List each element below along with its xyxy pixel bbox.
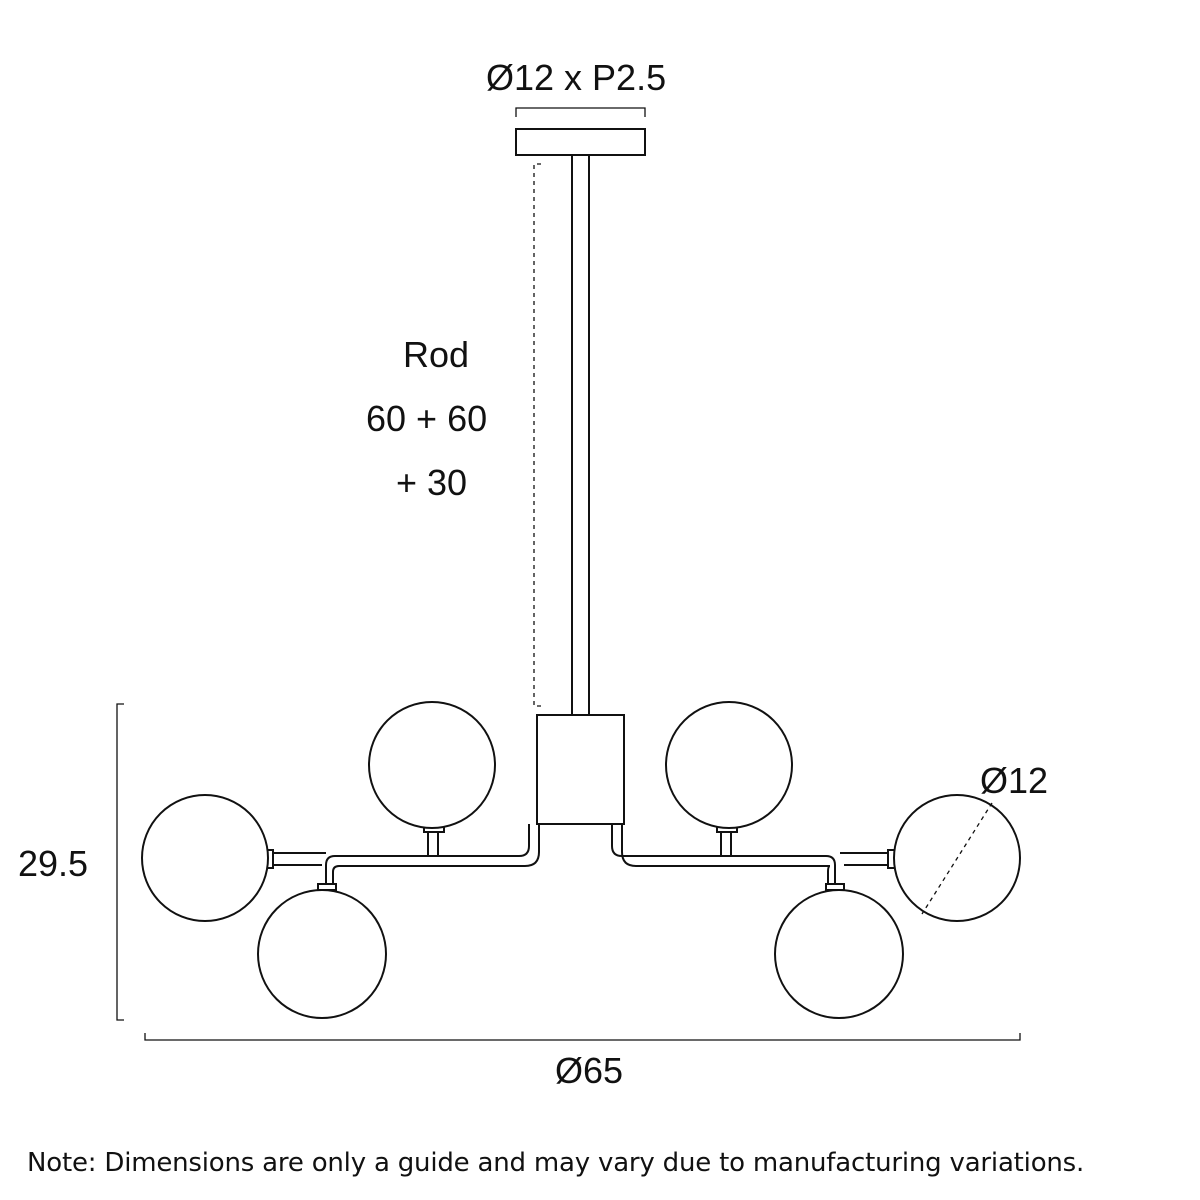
rod: [571, 154, 590, 716]
right-arms: [611, 824, 890, 886]
rod-dimension-line: [533, 163, 541, 707]
globe-sockets: [265, 825, 896, 891]
globe-diameter-label: Ø12: [980, 760, 1049, 801]
canopy-dimension-bracket: [515, 107, 646, 117]
dimensions-note: Note: Dimensions are only a guide and ma…: [27, 1148, 1085, 1178]
central-body: [536, 714, 625, 825]
globe-diameter-line: [921, 802, 993, 915]
globe-upper-left: [368, 701, 496, 829]
width-dimension-bracket: [144, 1033, 1021, 1041]
globe-lower-right: [774, 889, 904, 1019]
canopy-thread-label: Ø12 x P2.5: [486, 57, 667, 98]
rod-title-label: Rod: [403, 334, 470, 375]
globes: [141, 701, 1021, 1019]
overall-height-label: 29.5: [18, 843, 89, 884]
globe-far-left: [141, 794, 269, 922]
globe-upper-right: [665, 701, 793, 829]
height-dimension-bracket: [116, 703, 124, 1021]
overall-width-label: Ø65: [555, 1050, 624, 1091]
canopy: [515, 128, 646, 156]
rod-length-line2: + 30: [396, 462, 468, 503]
rod-length-line1: 60 + 60: [366, 398, 488, 439]
globe-lower-left: [257, 889, 387, 1019]
left-arms: [272, 824, 540, 886]
